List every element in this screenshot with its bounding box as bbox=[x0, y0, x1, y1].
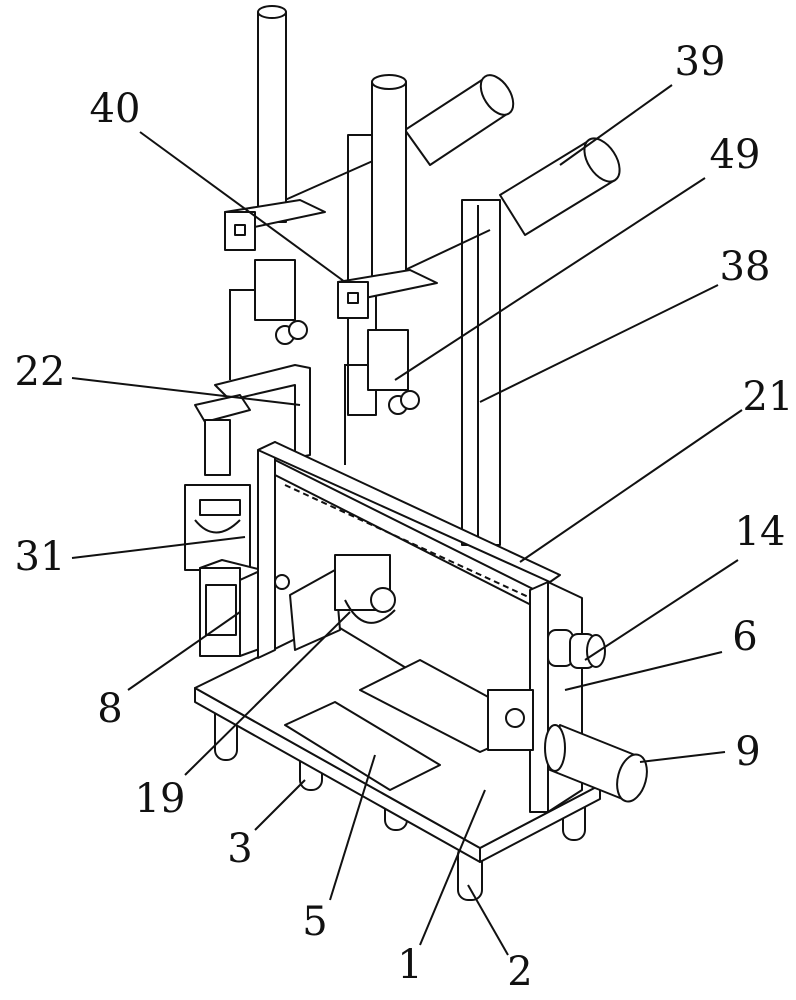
label-49: 49 bbox=[710, 132, 761, 178]
knob-14 bbox=[548, 630, 605, 668]
label-19: 19 bbox=[135, 776, 186, 822]
label-38: 38 bbox=[720, 244, 771, 290]
label-2: 2 bbox=[507, 949, 532, 995]
label-22: 22 bbox=[15, 349, 66, 395]
label-39: 39 bbox=[675, 39, 726, 85]
label-40: 40 bbox=[90, 86, 141, 132]
label-31: 31 bbox=[15, 534, 66, 580]
box-8 bbox=[200, 560, 262, 656]
label-14: 14 bbox=[735, 509, 786, 555]
plate-31 bbox=[185, 485, 250, 570]
label-1: 1 bbox=[397, 942, 422, 988]
columns bbox=[258, 6, 406, 282]
label-9: 9 bbox=[735, 729, 760, 775]
rollers bbox=[405, 69, 627, 235]
label-6: 6 bbox=[732, 614, 757, 660]
label-3: 3 bbox=[227, 826, 252, 872]
label-21: 21 bbox=[743, 374, 794, 420]
label-5: 5 bbox=[302, 899, 327, 945]
label-8: 8 bbox=[97, 686, 122, 732]
